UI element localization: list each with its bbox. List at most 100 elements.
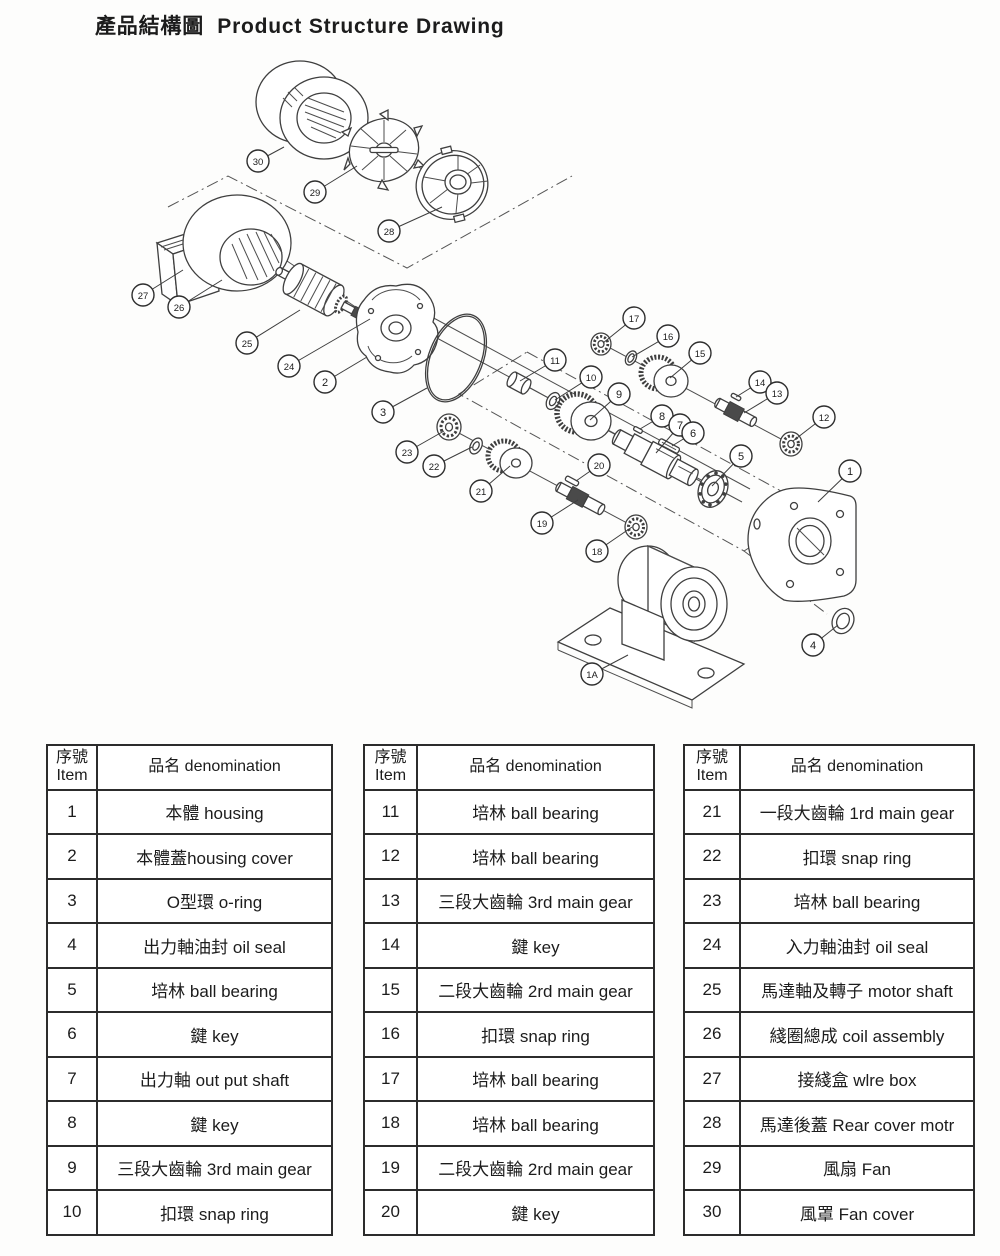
- denomination: 風扇 Fan: [739, 1144, 975, 1191]
- callout-28: 28: [377, 206, 443, 243]
- svg-text:30: 30: [253, 157, 264, 168]
- denomination: 扣環 snap ring: [416, 1011, 655, 1058]
- item-number: 13: [363, 877, 418, 924]
- item-number: 11: [363, 788, 418, 835]
- item-number: 5: [46, 966, 98, 1013]
- denomination: 培林 ball bearing: [739, 877, 975, 924]
- svg-text:9: 9: [616, 389, 622, 401]
- denomination: 鍵 key: [416, 922, 655, 969]
- callout-12: 12: [792, 405, 836, 442]
- item-number: 28: [683, 1100, 741, 1147]
- item-number: 3: [46, 877, 98, 924]
- item-number: 4: [46, 922, 98, 969]
- svg-text:12: 12: [819, 413, 830, 424]
- part-1rd-main-gear-21: [485, 438, 533, 479]
- svg-text:18: 18: [592, 547, 603, 558]
- denomination: 風罩 Fan cover: [739, 1189, 975, 1236]
- item-number: 19: [363, 1144, 418, 1191]
- denomination: 本體蓋housing cover: [96, 833, 333, 880]
- denomination: 一段大齒輪 1rd main gear: [739, 788, 975, 835]
- svg-text:19: 19: [537, 519, 548, 530]
- callout-18: 18: [585, 526, 633, 563]
- part-2rd-main-gear-15: [638, 354, 689, 398]
- denomination: 扣環 snap ring: [739, 833, 975, 880]
- svg-text:3: 3: [380, 407, 386, 419]
- denomination: 培林 ball bearing: [96, 966, 333, 1013]
- svg-text:22: 22: [429, 462, 440, 473]
- item-number: 22: [683, 833, 741, 880]
- denomination-header: 品名 denomination: [96, 744, 333, 791]
- svg-text:5: 5: [738, 451, 744, 463]
- item-number: 27: [683, 1055, 741, 1102]
- part-fan-cover: [255, 60, 369, 160]
- callout-29: 29: [303, 165, 358, 204]
- denomination: 二段大齒輪 2rd main gear: [416, 966, 655, 1013]
- item-number: 20: [363, 1189, 418, 1236]
- item-number: 14: [363, 922, 418, 969]
- svg-text:28: 28: [384, 227, 395, 238]
- item-number: 15: [363, 966, 418, 1013]
- svg-text:7: 7: [677, 420, 683, 432]
- svg-text:6: 6: [690, 428, 696, 440]
- svg-text:15: 15: [695, 349, 706, 360]
- svg-text:16: 16: [663, 332, 674, 343]
- denomination: 出力軸 out put shaft: [96, 1055, 333, 1102]
- denomination: 入力軸油封 oil seal: [739, 922, 975, 969]
- svg-text:4: 4: [810, 640, 816, 652]
- svg-text:11: 11: [550, 356, 560, 367]
- part-snap-ring-16: [624, 350, 638, 366]
- denomination-header: 品名 denomination: [416, 744, 655, 791]
- denomination: 本體 housing: [96, 788, 333, 835]
- part-ball-bearing-23: [436, 413, 462, 441]
- part-ball-bearing-18: [624, 514, 648, 540]
- svg-text:29: 29: [310, 188, 321, 199]
- svg-text:14: 14: [755, 378, 766, 389]
- part-3rd-main-gear-9: [554, 391, 612, 441]
- denomination: 綫圈總成 coil assembly: [739, 1011, 975, 1058]
- svg-text:10: 10: [586, 373, 597, 384]
- denomination: 出力軸油封 oil seal: [96, 922, 333, 969]
- denomination: O型環 o-ring: [96, 877, 333, 924]
- callout-25: 25: [235, 309, 301, 355]
- callout-15: 15: [669, 341, 712, 379]
- item-number: 7: [46, 1055, 98, 1102]
- callout-3: 3: [371, 387, 428, 424]
- item-number: 12: [363, 833, 418, 880]
- item-number: 17: [363, 1055, 418, 1102]
- item-number: 9: [46, 1144, 98, 1191]
- callout-9: 9: [589, 382, 631, 421]
- denomination: 馬達後蓋 Rear cover motr: [739, 1100, 975, 1147]
- callout-27: 27: [131, 269, 184, 307]
- callout-14: 14: [735, 370, 772, 398]
- callout-1: 1: [817, 459, 862, 503]
- callout-4: 4: [801, 624, 839, 657]
- svg-text:1A: 1A: [586, 670, 598, 681]
- callout-2: 2: [313, 356, 368, 394]
- svg-text:27: 27: [138, 291, 149, 302]
- callout-layer: 30292827262524232322212019181A1716151110…: [131, 146, 862, 686]
- part-coil-assembly: [182, 194, 292, 292]
- svg-text:20: 20: [594, 461, 605, 472]
- callout-20: 20: [575, 453, 611, 482]
- denomination-header: 品名 denomination: [739, 744, 975, 791]
- part-flange: [747, 487, 857, 602]
- part-housing: [556, 544, 746, 709]
